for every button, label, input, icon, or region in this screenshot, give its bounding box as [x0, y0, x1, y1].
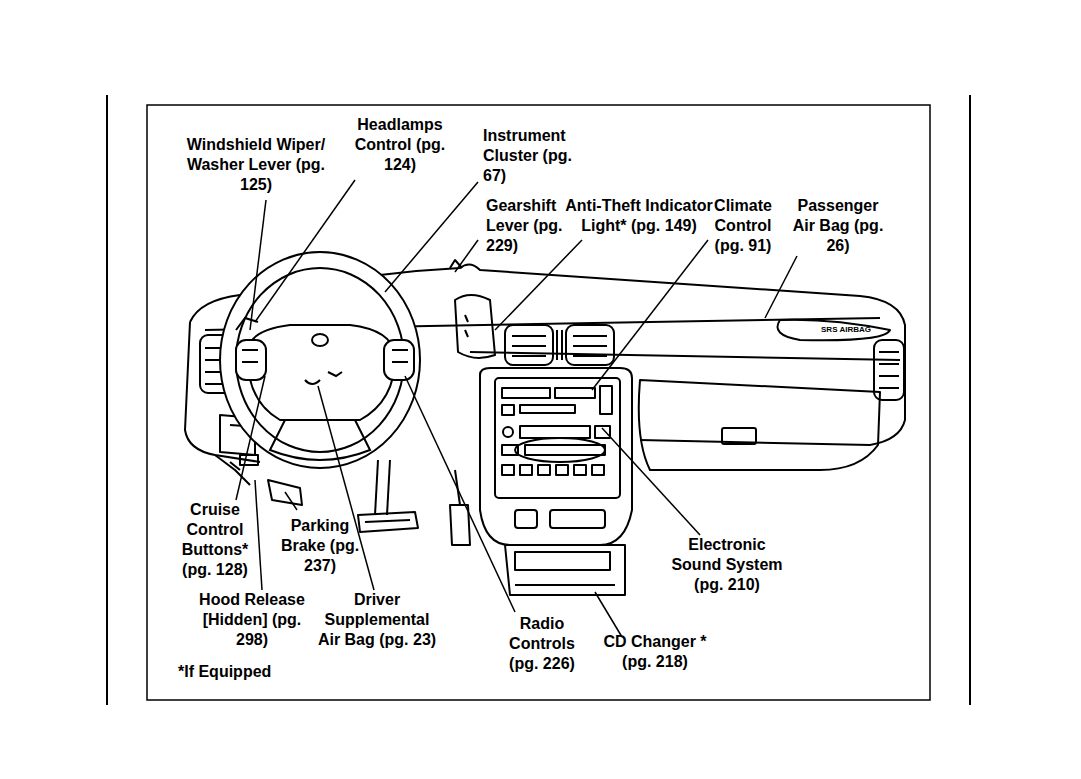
callout-label: Anti-Theft Indicator Light* (pg. 149) [564, 196, 714, 236]
callout-label: Windshield Wiper/ Washer Lever (pg. 125) [176, 135, 336, 195]
callout-label: *If Equipped [178, 662, 318, 682]
panel-marking: SRS AIRBAG [811, 325, 881, 335]
callout-label: Instrument Cluster (pg. 67) [483, 126, 593, 186]
dashboard-outline [185, 260, 905, 595]
callout-label: Cruise Control Buttons* (pg. 128) [170, 500, 260, 580]
callout-label: Hood Release [Hidden] (pg. 298) [185, 590, 320, 650]
steering-wheel [220, 252, 420, 468]
callout-label: Headlamps Control (pg. 124) [345, 115, 455, 175]
callout-label: CD Changer * (pg. 218) [595, 632, 715, 672]
callout-label: Parking Brake (pg. 237) [278, 516, 363, 576]
callout-label: Driver Supplemental Air Bag (pg. 23) [315, 590, 440, 650]
callout-label: Electronic Sound System (pg. 210) [662, 535, 792, 595]
leader-lines [236, 180, 797, 637]
callout-label: Climate Control (pg. 91) [701, 196, 786, 256]
callout-label: Radio Controls (pg. 226) [500, 614, 585, 674]
callout-label: Passenger Air Bag (pg. 26) [788, 196, 888, 256]
page-rules [107, 95, 970, 705]
